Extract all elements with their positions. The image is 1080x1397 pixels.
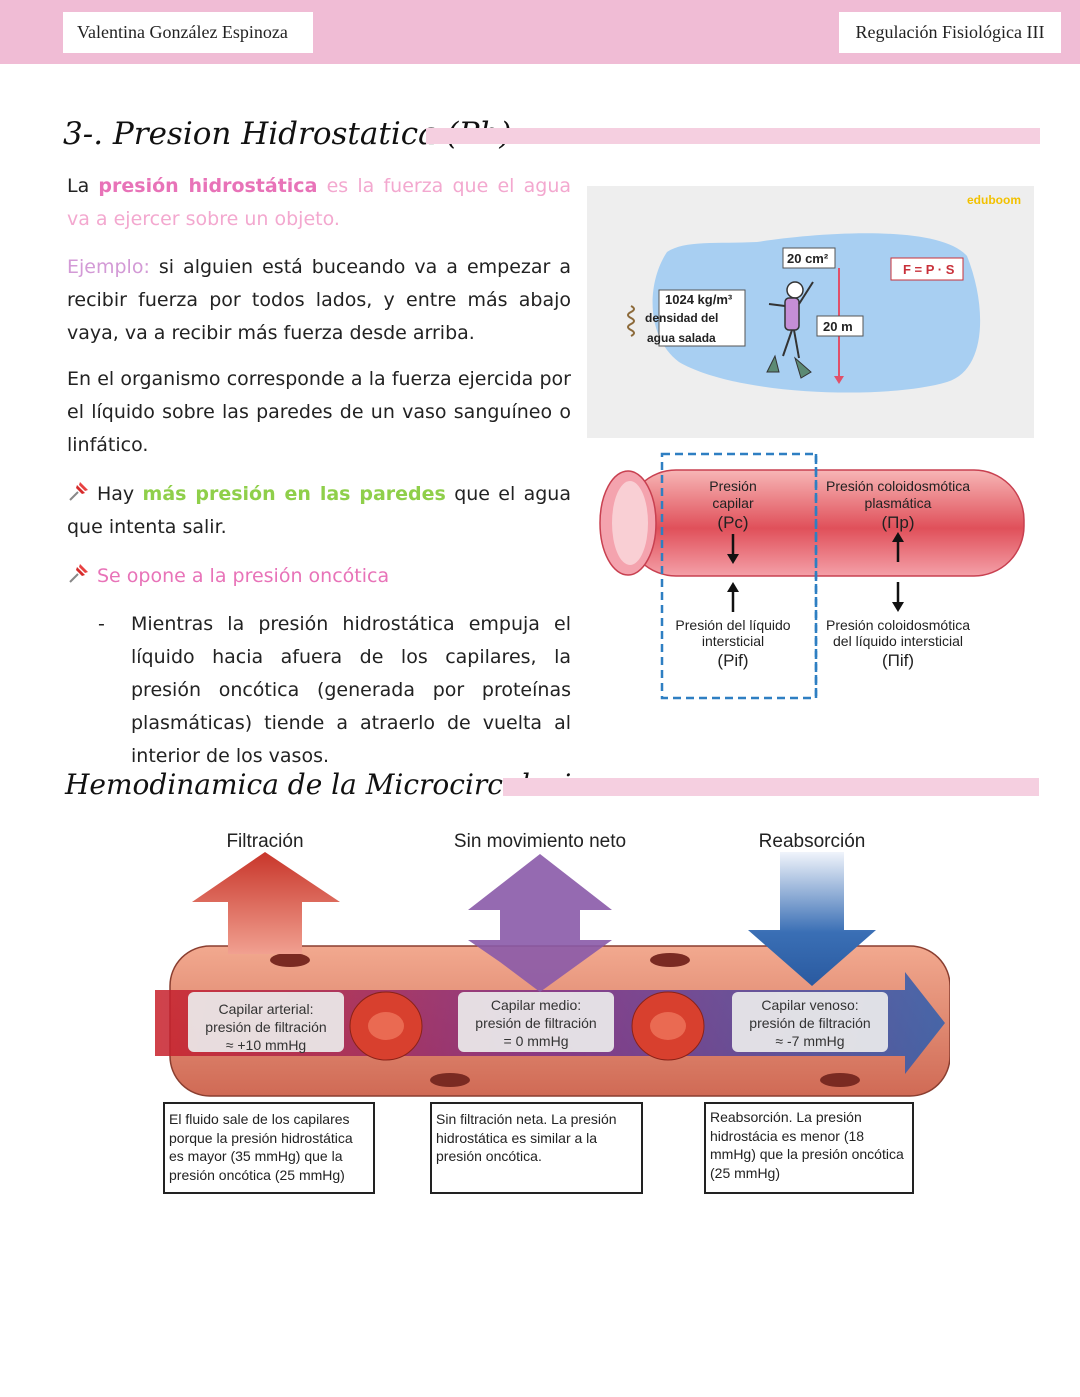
caption-no-net-movement: Sin filtración neta. La presión hidrostá… bbox=[430, 1102, 643, 1194]
middle-label-2: presión de filtración bbox=[475, 1015, 596, 1031]
piif-line-2: del líquido intersticial bbox=[833, 633, 963, 649]
pip-line-3: (Πp) bbox=[881, 513, 914, 532]
note-pressure-walls: Hay más presión en las paredes que el ag… bbox=[67, 478, 571, 544]
pip-line-2: plasmática bbox=[865, 495, 932, 511]
capillary-pressures-figure: Presión capilar (Pc) Presión coloidosmót… bbox=[599, 452, 1025, 700]
venous-label-3: ≈ -7 mmHg bbox=[775, 1033, 844, 1049]
definition-text: es la fuerza que el agua va a ejercer so… bbox=[67, 175, 572, 230]
author-name: Valentina González Espinoza bbox=[63, 12, 313, 53]
formula-label: F = P · S bbox=[903, 262, 955, 277]
diver-icon bbox=[766, 281, 814, 379]
note1-text: que el agua que intenta salir. bbox=[67, 483, 571, 538]
organism-paragraph: En el organismo corresponde a la fuerza … bbox=[67, 368, 571, 456]
pushpin-icon bbox=[69, 482, 88, 501]
definition-term: presión hidrostática bbox=[98, 175, 318, 197]
piif-line-3: (Πif) bbox=[882, 651, 914, 670]
example-paragraph: Ejemplo: si alguien está buceando va a e… bbox=[67, 251, 571, 350]
example-text: si alguien está buceando va a empezar a … bbox=[67, 256, 571, 344]
piif-line-1: Presión coloidosmótica bbox=[826, 617, 970, 633]
pc-line-3: (Pc) bbox=[717, 513, 748, 532]
middle-label-1: Capilar medio: bbox=[491, 997, 581, 1013]
header-filtration: Filtración bbox=[226, 831, 303, 852]
note1-highlight: más presión en las paredes bbox=[142, 483, 446, 505]
venous-label-2: presión de filtración bbox=[749, 1015, 870, 1031]
pif-line-3: (Pif) bbox=[717, 651, 748, 670]
caption-filtration: El fluido sale de los capilares porque l… bbox=[163, 1102, 375, 1194]
eduboom-logo: eduboom bbox=[967, 193, 1021, 207]
note2-text: Se opone a la presión oncótica bbox=[97, 565, 390, 587]
depth-label: 20 m bbox=[823, 319, 853, 334]
pif-line-2: intersticial bbox=[702, 633, 764, 649]
bullet-text: Mientras la presión hidrostática empuja … bbox=[131, 613, 571, 767]
density-label-1: densidad del bbox=[645, 311, 718, 325]
no-net-movement-arrow bbox=[468, 854, 612, 992]
arterial-label-1: Capilar arterial: bbox=[219, 1001, 314, 1017]
pc-line-1: Presión bbox=[709, 478, 756, 494]
microcirculation-figure: Filtración Sin movimiento neto Reabsorci… bbox=[155, 831, 950, 1097]
density-value: 1024 kg/m³ bbox=[665, 292, 733, 307]
pip-line-1: Presión coloidosmótica bbox=[826, 478, 970, 494]
area-label: 20 cm² bbox=[787, 251, 829, 266]
definition-lead: La bbox=[67, 175, 99, 197]
pif-line-1: Presión del líquido bbox=[675, 617, 790, 633]
caption-reabsorption: Reabsorción. La presión hidrostácia es m… bbox=[704, 1102, 914, 1194]
header-reabsorption: Reabsorción bbox=[759, 831, 866, 852]
header-no-net-movement: Sin movimiento neto bbox=[454, 831, 626, 852]
note-oncotic: Se opone a la presión oncótica bbox=[67, 560, 571, 593]
pc-line-2: capilar bbox=[712, 495, 754, 511]
course-name: Regulación Fisiológica III bbox=[839, 12, 1061, 53]
section-title-bar bbox=[426, 128, 1040, 144]
example-label: Ejemplo: bbox=[67, 256, 150, 278]
diver-pressure-figure: eduboom 20 cm² F = P · S 1024 kg/m³ dens… bbox=[587, 186, 1034, 438]
filtration-arrow bbox=[192, 852, 340, 954]
venous-label-1: Capilar venoso: bbox=[761, 997, 858, 1013]
density-label-2: agua salada bbox=[647, 331, 716, 345]
bullet-dash: - bbox=[98, 613, 105, 635]
arterial-label-2: presión de filtración bbox=[205, 1019, 326, 1035]
arterial-label-3: ≈ +10 mmHg bbox=[226, 1037, 306, 1053]
reabsorption-arrow bbox=[748, 852, 876, 986]
note1-lead: Hay bbox=[97, 483, 143, 505]
pushpin-icon bbox=[69, 564, 88, 583]
middle-label-3: = 0 mmHg bbox=[504, 1033, 569, 1049]
definition-paragraph: La presión hidrostática es la fuerza que… bbox=[67, 170, 571, 236]
section-title-bar-2 bbox=[503, 778, 1039, 796]
